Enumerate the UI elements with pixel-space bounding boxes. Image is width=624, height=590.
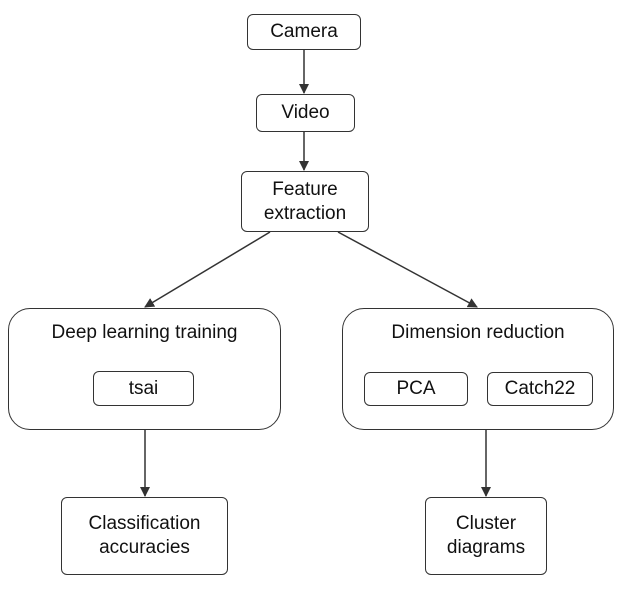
camera-node: Camera — [247, 14, 361, 50]
camera-label: Camera — [270, 21, 338, 42]
deep-learning-training-title: Deep learning training — [51, 322, 238, 343]
classification-accuracies-label: Classification accuracies — [88, 513, 201, 558]
feature-extraction-label: Feature extraction — [263, 178, 347, 224]
feature-extraction-node: Feature extraction — [241, 171, 369, 232]
edge-feature-extraction-to-deep-learning — [144, 231, 271, 308]
dimension-reduction-group: Dimension reduction — [342, 308, 614, 430]
deep-learning-training-group: Deep learning training — [8, 308, 281, 430]
pca-node: PCA — [364, 372, 468, 406]
dimension-reduction-title: Dimension reduction — [391, 322, 565, 343]
edge-feature-extraction-to-dimension-reduction — [337, 231, 478, 308]
tsai-label: tsai — [128, 377, 159, 399]
cluster-diagrams-node: Cluster diagrams — [425, 497, 547, 575]
catch22-label: Catch22 — [504, 378, 576, 399]
video-node: Video — [256, 94, 355, 132]
classification-accuracies-node: Classification accuracies — [61, 497, 228, 575]
tsai-node: tsai — [93, 371, 194, 406]
video-label: Video — [281, 102, 330, 123]
cluster-diagrams-label: Cluster diagrams — [446, 513, 526, 558]
catch22-node: Catch22 — [487, 372, 593, 406]
pca-label: PCA — [396, 378, 436, 399]
